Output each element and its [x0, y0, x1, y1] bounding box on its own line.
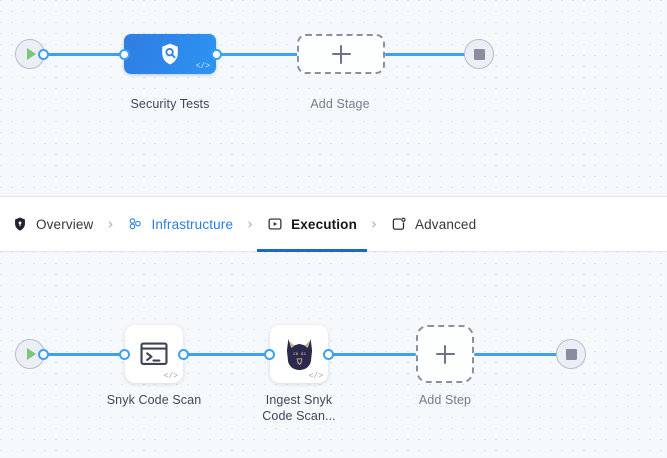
tab-advanced-label: Advanced: [414, 216, 477, 232]
stage-end-node[interactable]: [464, 39, 494, 69]
wire-step2-to-add: [328, 353, 416, 356]
step1-input-port[interactable]: [119, 349, 130, 360]
shield-icon: [15, 217, 25, 231]
play-icon: [27, 348, 36, 360]
add-stage-label: Add Stage: [310, 97, 370, 111]
cluster-icon: [130, 218, 142, 230]
plus-icon: [331, 44, 351, 64]
play-icon: [27, 48, 36, 60]
step-node-snyk-code-scan[interactable]: </>: [125, 325, 183, 383]
step-graph: </> Snyk Code Scan </>: [0, 252, 667, 458]
tab-advanced[interactable]: Advanced: [389, 197, 478, 252]
tab-execution[interactable]: Execution: [257, 197, 367, 252]
step2-input-port[interactable]: [264, 349, 275, 360]
stage-node-label: Security Tests: [130, 97, 210, 111]
wire-step1-to-step2: [183, 353, 269, 356]
step-start-port[interactable]: [38, 349, 49, 360]
snyk-dog-icon: [286, 338, 312, 370]
stage-node-input-port[interactable]: [119, 49, 130, 60]
play-frame-icon: [268, 218, 282, 230]
stop-icon: [473, 48, 485, 60]
wire-start-to-stage: [38, 53, 124, 56]
code-badge: </>: [195, 62, 210, 71]
card-gear-icon: [392, 217, 406, 230]
step2-output-port[interactable]: [323, 349, 334, 360]
tab-separator-2: ›: [247, 215, 254, 233]
plus-icon: [435, 344, 455, 364]
stage-graph-canvas[interactable]: </> Security Tests Add Stage: [0, 0, 667, 196]
wire-start-to-step1: [38, 353, 124, 356]
add-stage-node[interactable]: [297, 34, 385, 74]
step1-output-port[interactable]: [178, 349, 189, 360]
tab-infrastructure-label: Infrastructure: [151, 216, 234, 232]
stage-graph: </> Security Tests Add Stage: [0, 0, 667, 196]
stop-icon: [565, 348, 577, 360]
stage-node-security-tests[interactable]: </>: [124, 34, 216, 74]
step-node-label: Ingest Snyk Code Scan...: [234, 392, 364, 424]
step-node-label-line1: Ingest Snyk: [265, 393, 333, 407]
code-badge: </>: [308, 372, 323, 381]
pipeline-tabbar: Overview › Infrastructure › Execution ›: [0, 196, 667, 252]
tab-infrastructure[interactable]: Infrastructure: [125, 197, 235, 252]
tab-separator-3: ›: [370, 215, 377, 233]
tab-execution-label: Execution: [291, 216, 357, 232]
tab-overview-label: Overview: [36, 216, 94, 232]
tab-overview[interactable]: Overview: [10, 197, 95, 252]
step-graph-canvas[interactable]: </> Snyk Code Scan </>: [0, 252, 667, 458]
step-node-label: Snyk Code Scan: [106, 393, 202, 407]
wire-stage-to-add: [216, 53, 300, 56]
tab-separator-1: ›: [107, 215, 114, 233]
add-step-node[interactable]: [416, 325, 474, 383]
add-step-label: Add Step: [418, 393, 472, 407]
terminal-icon: [140, 342, 168, 365]
wire-add-to-end: [474, 353, 562, 356]
step-node-ingest-snyk[interactable]: </>: [270, 325, 328, 383]
shield-scan-icon: [162, 43, 178, 65]
code-badge: </>: [163, 372, 178, 381]
wire-add-to-end: [385, 53, 472, 56]
step-node-label-line2: Code Scan...: [262, 409, 336, 423]
stage-node-output-port[interactable]: [211, 49, 222, 60]
stage-start-port[interactable]: [38, 49, 49, 60]
step-end-node[interactable]: [556, 339, 586, 369]
